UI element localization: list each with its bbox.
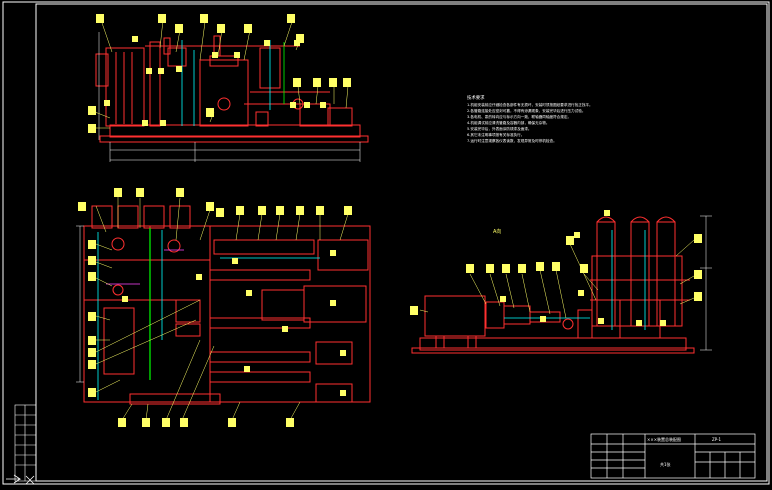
- notes-line: 2.各管路连接处应密封可靠，不得有渗漏现象，安装完毕后进行压力试验。: [467, 109, 586, 113]
- title-block-drawing-name: ×××装置总装配图: [647, 437, 682, 442]
- title-block-drawing-no: ZP-1: [712, 437, 722, 442]
- section-a-label: A向: [493, 229, 502, 235]
- front-view: [88, 14, 369, 162]
- ucs-axis-icon: [6, 474, 35, 485]
- notes-line: 7.运行时注意观察各仪表读数，发现异常及时停机检查。: [467, 139, 557, 143]
- notes-line: 1.机组安装前应仔细检查各部件有无损坏，安装时须按图纸要求进行找正找平。: [467, 103, 593, 107]
- technical-notes: 技术要求 1.机组安装前应仔细检查各部件有无损坏，安装时须按图纸要求进行找正找平…: [467, 96, 667, 144]
- revision-strip: [14, 404, 37, 482]
- notes-line: 4.机组调试前应清洗管路及容器内部，确保无杂物。: [467, 121, 550, 125]
- title-block: [590, 433, 756, 479]
- notes-line: 3.各电机、泵的转向应与标示方向一致，联轴器同轴度符合规定。: [467, 115, 572, 119]
- plan-view: [76, 188, 371, 427]
- side-view: [410, 210, 712, 354]
- title-block-sheet: 共1张: [660, 462, 671, 467]
- notes-title: 技术要求: [467, 96, 485, 101]
- notes-line: 6.其它未注明事项按有关标准执行。: [467, 133, 525, 137]
- notes-line: 5.安装完毕后，外表面涂防锈漆及面漆。: [467, 127, 532, 131]
